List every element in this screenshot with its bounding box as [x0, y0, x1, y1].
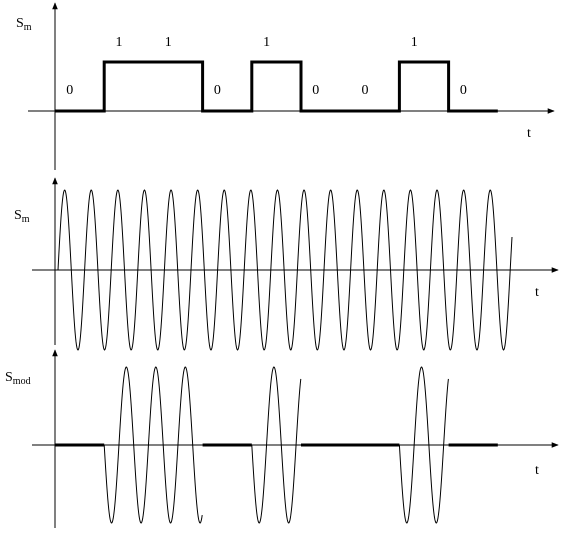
- modulated-waveform: [103, 366, 449, 524]
- modulated-x-label: t: [535, 463, 539, 478]
- message-y-label: Sm: [16, 16, 32, 33]
- bit-label: 1: [411, 35, 418, 50]
- carrier-y-label: Sm: [14, 208, 30, 225]
- carrier-panel: Sm t: [14, 177, 559, 351]
- message-waveform: [55, 60, 498, 113]
- bit-label: 0: [66, 83, 73, 98]
- carrier-waveform: [57, 189, 513, 351]
- modulated-y-label: Smod: [5, 370, 31, 387]
- bit-label: 0: [312, 83, 319, 98]
- message-x-label: t: [527, 126, 531, 141]
- bit-label: 0: [460, 83, 467, 98]
- carrier-x-label: t: [535, 285, 539, 300]
- bit-labels: 0 1 1 0 1 0 0 1 0: [66, 35, 467, 98]
- bit-label: 1: [165, 35, 172, 50]
- message-panel: Sm t 0 1 1 0 1 0 0 1 0: [16, 2, 555, 170]
- bit-label: 0: [362, 83, 369, 98]
- modulated-panel: Smod t: [5, 349, 559, 528]
- bit-label: 1: [263, 35, 270, 50]
- bit-label: 1: [116, 35, 123, 50]
- bit-label: 0: [214, 83, 221, 98]
